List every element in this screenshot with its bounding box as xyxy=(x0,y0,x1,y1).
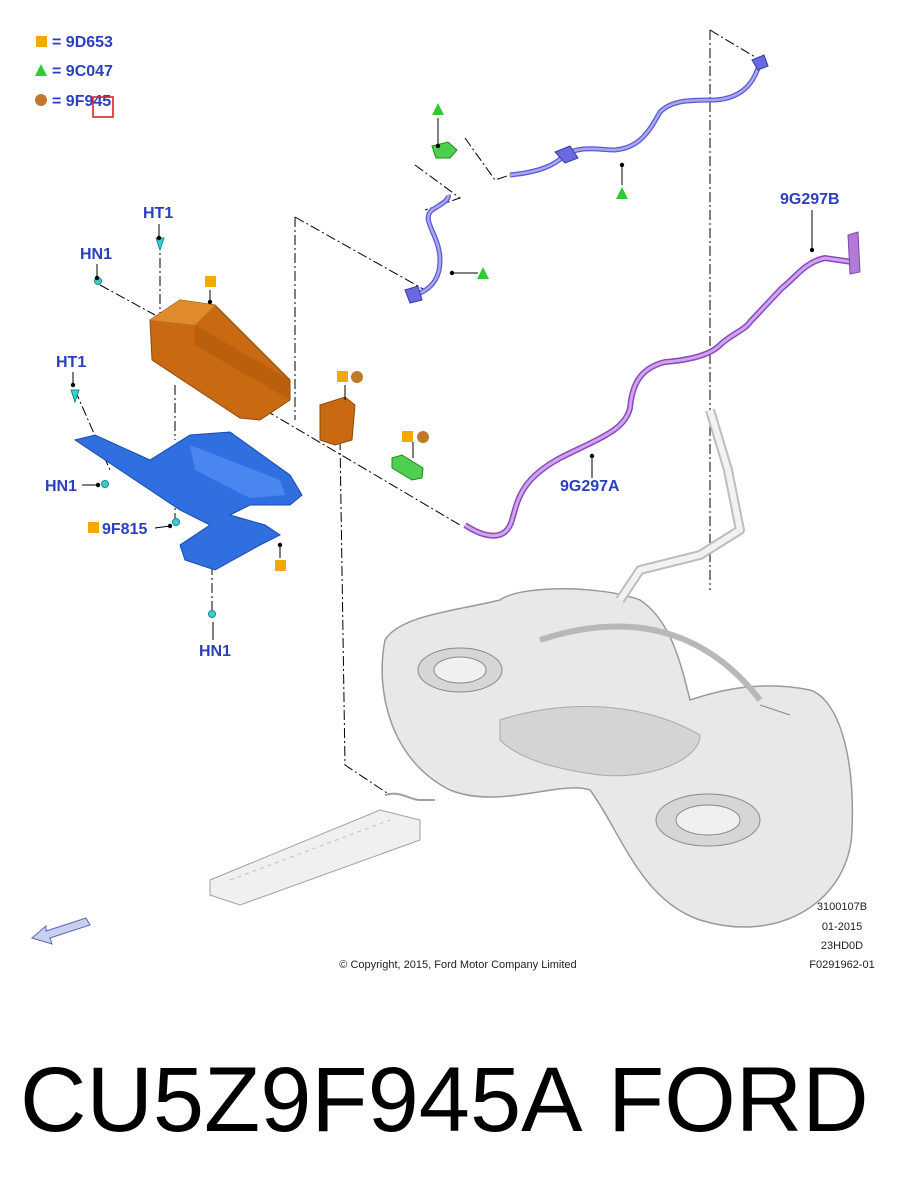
rear-heat-shield xyxy=(209,792,435,906)
highlight-box[interactable] xyxy=(92,96,114,118)
callout-hn1-mid: HN1 xyxy=(45,478,77,495)
leaders xyxy=(70,118,815,640)
callout-hn1-bottom: HN1 xyxy=(199,643,231,660)
canister-valve xyxy=(319,396,356,446)
callout-hn1-top: HN1 xyxy=(80,246,112,263)
callout-9g297a: 9G297A xyxy=(560,478,620,495)
assembly-lines xyxy=(74,29,806,796)
legend-square-icon xyxy=(36,36,47,47)
square-marker-icon xyxy=(88,522,99,533)
part-symbols xyxy=(88,103,628,571)
drawing-date: 01-2015 xyxy=(822,921,862,933)
drawing-code: 23HD0D xyxy=(821,940,863,952)
triangle-marker-icon xyxy=(616,187,628,199)
legend-circle-icon xyxy=(35,94,47,106)
fuel-vapor-hose xyxy=(463,231,861,539)
square-marker-icon xyxy=(337,371,348,382)
fasteners xyxy=(70,237,216,618)
part-caption: CU5Z9F945A FORD xyxy=(0,1040,912,1160)
circle-marker-icon xyxy=(417,431,429,443)
copyright: © Copyright, 2015, Ford Motor Company Li… xyxy=(339,959,576,971)
callout-9f815: 9F815 xyxy=(102,521,147,538)
figure-number: F0291962-01 xyxy=(809,959,874,971)
callouts: HT1 HN1 HT1 HN1 9F815 HN1 9G297B 9G297A xyxy=(45,191,840,660)
drawing-info: 3100107B 01-2015 23HD0D F0291962-01 © Co… xyxy=(339,901,874,971)
square-marker-icon xyxy=(402,431,413,442)
legend-item-9d653: = 9D653 xyxy=(52,34,113,51)
part-number: CU5Z9F945A xyxy=(20,1049,583,1151)
brand-name: FORD xyxy=(608,1049,869,1151)
triangle-marker-icon xyxy=(477,267,489,279)
canister-shield xyxy=(73,431,303,571)
parts-diagram: = 9D653 = 9C047 = 9F945 xyxy=(30,29,875,971)
fuel-tank xyxy=(381,588,854,928)
filler-pipe xyxy=(615,408,745,603)
legend-triangle-icon xyxy=(35,64,47,76)
drawing-number: 3100107B xyxy=(817,901,867,913)
square-marker-icon xyxy=(205,276,216,287)
legend-item-9c047: = 9C047 xyxy=(52,63,113,80)
vapor-tube xyxy=(404,54,769,304)
triangle-marker-icon xyxy=(432,103,444,115)
callout-ht1-top: HT1 xyxy=(143,205,173,222)
square-marker-icon xyxy=(275,560,286,571)
legend: = 9D653 = 9C047 = 9F945 xyxy=(35,34,114,118)
callout-ht1-mid: HT1 xyxy=(56,354,86,371)
evap-canister xyxy=(149,299,291,421)
quick-connector xyxy=(391,141,458,481)
callout-9g297b: 9G297B xyxy=(780,191,840,208)
direction-arrow-icon xyxy=(30,917,91,945)
circle-marker-icon xyxy=(351,371,363,383)
legend-item-9f945: = 9F945 xyxy=(52,93,111,110)
